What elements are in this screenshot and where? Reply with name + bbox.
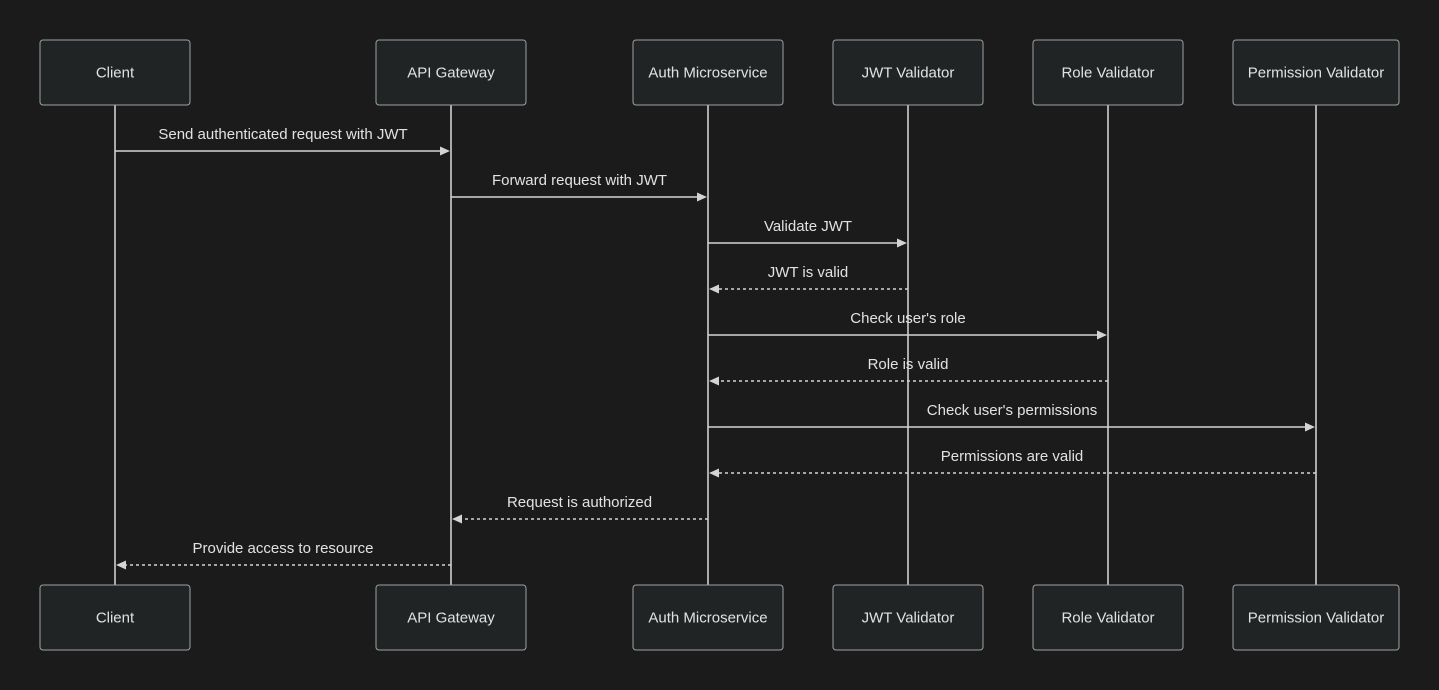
messages: Send authenticated request with JWT Forwa… bbox=[115, 126, 1316, 570]
message-3: Validate JWT bbox=[708, 218, 907, 248]
arrow-head bbox=[697, 192, 707, 202]
actor-top-role: Role Validator bbox=[1032, 39, 1184, 106]
actor-bottom-gateway: API Gateway bbox=[375, 584, 527, 651]
actor-box bbox=[1032, 584, 1184, 651]
message-9: Request is authorized bbox=[452, 494, 708, 524]
message-label: Request is authorized bbox=[507, 494, 652, 511]
message-label: Check user's permissions bbox=[927, 402, 1097, 419]
message-label: Validate JWT bbox=[764, 218, 852, 235]
actor-box bbox=[375, 39, 527, 106]
actor-box bbox=[39, 39, 191, 106]
actor-box bbox=[632, 584, 784, 651]
actor-top-perm: Permission Validator bbox=[1232, 39, 1400, 106]
actor-bottom-perm: Permission Validator bbox=[1232, 584, 1400, 651]
actor-box bbox=[1032, 39, 1184, 106]
actor-label: Permission Validator bbox=[1248, 610, 1384, 627]
arrow-head bbox=[1097, 330, 1107, 340]
message-2: Forward request with JWT bbox=[451, 172, 707, 202]
actor-box bbox=[375, 584, 527, 651]
actor-box bbox=[39, 584, 191, 651]
arrow-head bbox=[440, 146, 450, 156]
actor-label: Role Validator bbox=[1061, 610, 1154, 627]
message-label: JWT is valid bbox=[768, 264, 849, 281]
actor-box bbox=[1232, 39, 1400, 106]
arrow-head bbox=[709, 284, 719, 294]
actor-top-auth: Auth Microservice bbox=[632, 39, 784, 106]
arrow-head bbox=[116, 560, 126, 570]
message-5: Check user's role bbox=[708, 310, 1107, 340]
actor-box bbox=[1232, 584, 1400, 651]
message-label: Check user's role bbox=[850, 310, 965, 327]
actor-top-gateway: API Gateway bbox=[375, 39, 527, 106]
message-label: Forward request with JWT bbox=[492, 172, 667, 189]
actor-label: Role Validator bbox=[1061, 65, 1154, 82]
message-8: Permissions are valid bbox=[709, 448, 1316, 478]
actor-label: API Gateway bbox=[407, 65, 495, 82]
actor-top-jwt: JWT Validator bbox=[832, 39, 984, 106]
message-label: Provide access to resource bbox=[193, 540, 374, 557]
actor-label: API Gateway bbox=[407, 610, 495, 627]
arrow-head bbox=[1305, 422, 1315, 432]
actor-label: Client bbox=[96, 610, 135, 627]
message-7: Check user's permissions bbox=[708, 402, 1315, 432]
lifelines bbox=[114, 105, 1317, 585]
actor-bottom-role: Role Validator bbox=[1032, 584, 1184, 651]
actor-label: JWT Validator bbox=[862, 610, 955, 627]
actor-bottom-auth: Auth Microservice bbox=[632, 584, 784, 651]
arrow-head bbox=[452, 514, 462, 524]
message-10: Provide access to resource bbox=[116, 540, 451, 570]
message-4: JWT is valid bbox=[709, 264, 908, 294]
actor-label: Client bbox=[96, 65, 135, 82]
arrow-head bbox=[897, 238, 907, 248]
message-label: Role is valid bbox=[868, 356, 949, 373]
message-label: Permissions are valid bbox=[941, 448, 1084, 465]
actor-bottom-client: Client bbox=[39, 584, 191, 651]
actor-label: JWT Validator bbox=[862, 65, 955, 82]
actor-box bbox=[832, 39, 984, 106]
actor-box bbox=[832, 584, 984, 651]
message-label: Send authenticated request with JWT bbox=[158, 126, 407, 143]
arrow-head bbox=[709, 468, 719, 478]
actor-label: Auth Microservice bbox=[648, 610, 767, 627]
actor-label: Permission Validator bbox=[1248, 65, 1384, 82]
actor-bottom-jwt: JWT Validator bbox=[832, 584, 984, 651]
actor-top-client: Client bbox=[39, 39, 191, 106]
actor-box bbox=[632, 39, 784, 106]
actor-label: Auth Microservice bbox=[648, 65, 767, 82]
message-6: Role is valid bbox=[709, 356, 1108, 386]
arrow-head bbox=[709, 376, 719, 386]
message-1: Send authenticated request with JWT bbox=[115, 126, 450, 156]
